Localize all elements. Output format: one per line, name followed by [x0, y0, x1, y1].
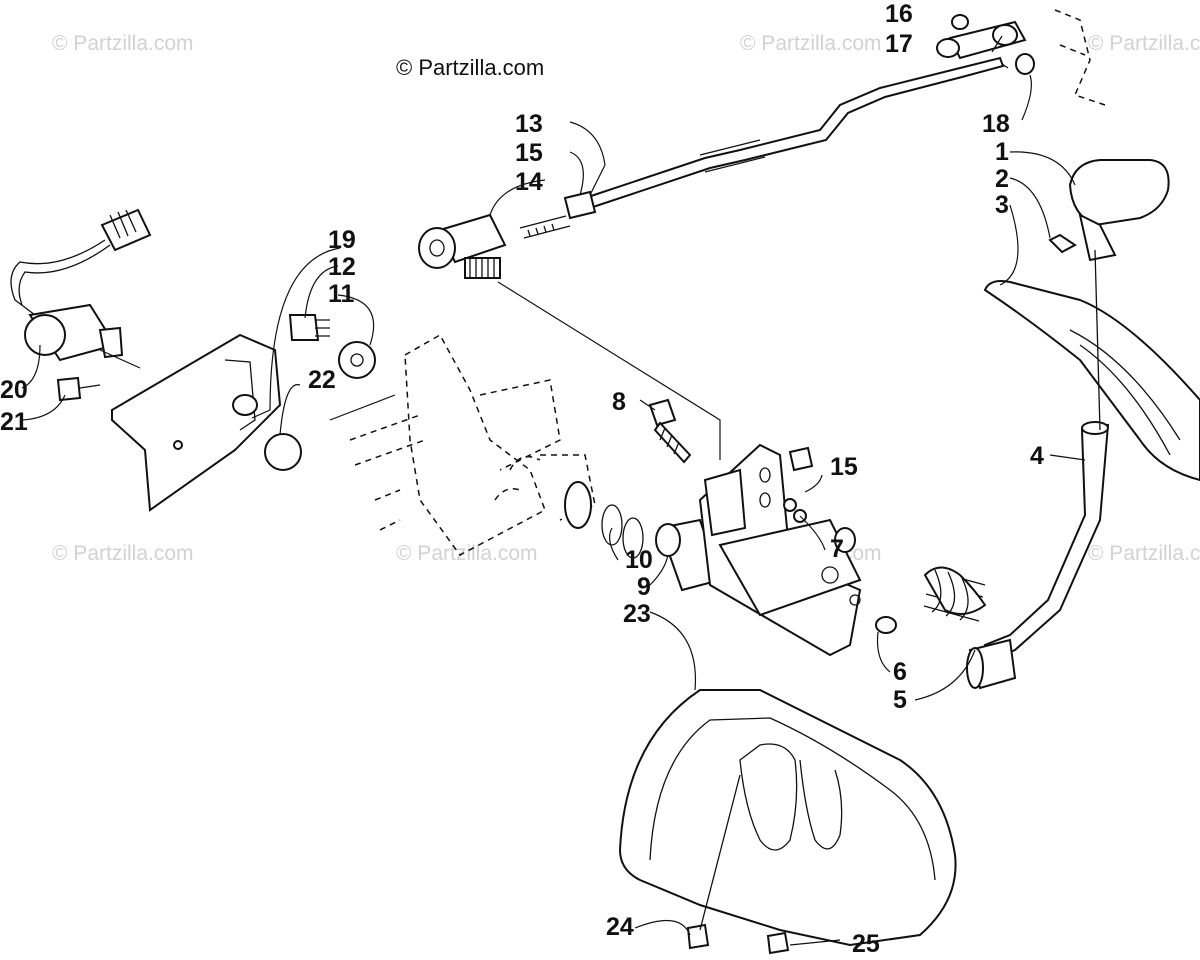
copyright-text: © Partzilla.com [396, 55, 544, 80]
callout-17: 17 [885, 30, 913, 58]
upper-lever [936, 9, 1106, 106]
pedal-cover [618, 689, 957, 955]
callout-11: 11 [328, 280, 355, 308]
watermark-text: © Partzilla.com [1088, 542, 1200, 565]
callout-9: 9 [637, 573, 651, 601]
callout-4: 4 [1030, 442, 1044, 470]
callout-7: 7 [830, 535, 844, 563]
watermark-text: © Partzilla.com [396, 542, 538, 565]
callout-13: 13 [515, 110, 543, 138]
callout-10: 10 [625, 546, 653, 574]
callout-21: 21 [0, 408, 28, 436]
callout-8: 8 [612, 388, 626, 416]
callout-23: 23 [623, 600, 651, 628]
callout-14: 14 [515, 168, 543, 196]
pivot-bracket-assembly [564, 398, 987, 657]
callout-2: 2 [995, 165, 1009, 193]
callout-20: 20 [0, 376, 28, 404]
callout-labels: 1 2 3 4 5 6 7 8 9 10 11 12 13 14 15 15 1… [0, 0, 1044, 958]
watermark-text: © Partzilla.com [1088, 32, 1200, 55]
callout-25: 25 [852, 930, 880, 958]
callout-3: 3 [995, 191, 1009, 219]
callout-5: 5 [893, 686, 907, 714]
callout-22: 22 [308, 366, 336, 394]
callout-12: 12 [328, 253, 356, 281]
callout-18: 18 [982, 110, 1010, 138]
leader-lines [21, 35, 1086, 946]
frame-outline [349, 333, 596, 556]
watermark-text: © Partzilla.com [52, 32, 194, 55]
watermark-text: © Partzilla.com [740, 32, 882, 55]
callout-16: 16 [885, 0, 913, 28]
shift-lever-assembly [966, 159, 1200, 690]
callout-6: 6 [893, 658, 907, 686]
callout-24: 24 [606, 913, 634, 941]
sensor-switch-assembly [10, 208, 376, 512]
callout-19: 19 [328, 226, 356, 254]
rod-end [418, 213, 507, 279]
callout-15-upper: 15 [515, 139, 543, 167]
callout-1: 1 [995, 138, 1009, 166]
watermark-text: © Partzilla.com [52, 542, 194, 565]
callout-15-lower: 15 [830, 453, 858, 481]
shift-rod [519, 56, 1005, 239]
